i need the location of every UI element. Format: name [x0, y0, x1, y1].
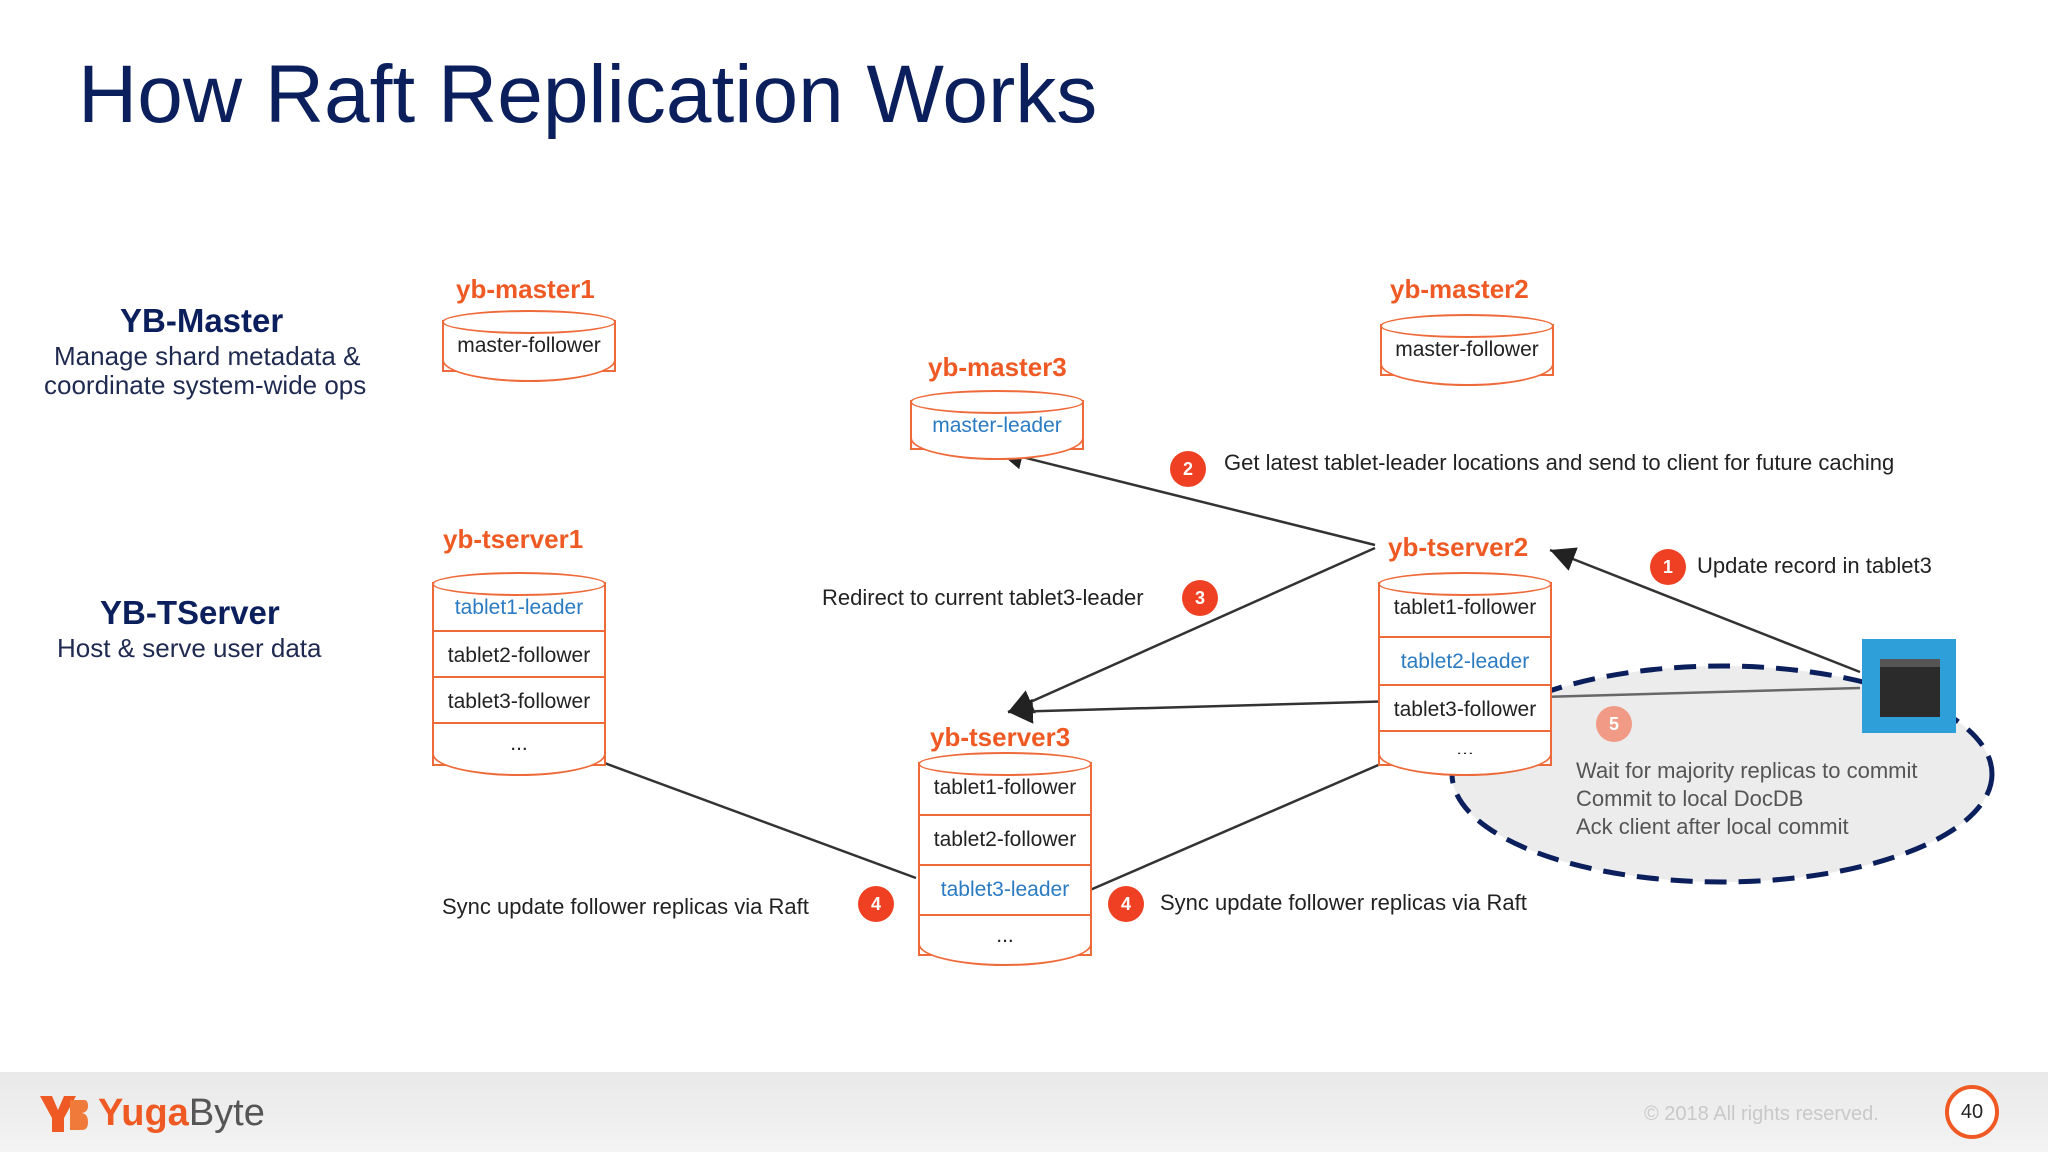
tserver1-name: yb-tserver1: [443, 524, 584, 554]
tserver1-row-1: tablet1-leader: [454, 596, 584, 619]
logo-text-byte: Byte: [188, 1092, 265, 1134]
yugabyte-logo-icon: [40, 1096, 88, 1132]
master3-role: master-leader: [932, 414, 1062, 437]
step-3-text: Redirect to current tablet3-leader: [822, 585, 1144, 610]
client-app-icon: [1862, 639, 1956, 733]
yugabyte-logo-text: YugaByte: [98, 1092, 265, 1135]
tserver3-row-3: tablet3-leader: [920, 864, 1090, 914]
step-1-text: Update record in tablet3: [1697, 553, 1932, 578]
step-4-right-badge: 4: [1108, 886, 1144, 922]
step-5-line-1: Wait for majority replicas to commit: [1576, 758, 1918, 783]
tserver3-name: yb-tserver3: [930, 722, 1071, 752]
master3-name: yb-master3: [928, 352, 1067, 382]
step-2-badge: 2: [1170, 451, 1206, 487]
step-5-badge: 5: [1596, 706, 1632, 742]
step-4-left-text: Sync update follower replicas via Raft: [442, 894, 809, 919]
step-1-badge: 1: [1650, 549, 1686, 585]
step-2-text: Get latest tablet-leader locations and s…: [1224, 450, 1895, 475]
tserver2-row-1: tablet1-follower: [1393, 596, 1537, 619]
master1-name: yb-master1: [456, 274, 595, 304]
step-3-badge: 3: [1182, 580, 1218, 616]
tserver3-row-4: ...: [920, 914, 1090, 956]
tserver3-cylinder: tablet1-follower tablet2-follower tablet…: [918, 752, 1092, 966]
tserver2-cylinder: tablet1-follower tablet2-leader tablet3-…: [1378, 572, 1552, 776]
step-5-line-3: Ack client after local commit: [1576, 814, 1849, 839]
logo-text-yuga: Yuga: [98, 1092, 189, 1134]
master1-cylinder: master-follower: [442, 310, 616, 382]
yb-tserver-desc: Host & serve user data: [57, 633, 322, 663]
tserver2-row-3: tablet3-follower: [1380, 684, 1550, 734]
page-number: 40: [1945, 1085, 1999, 1139]
yb-master-heading: YB-Master: [120, 302, 284, 339]
tserver1-row-3: tablet3-follower: [434, 676, 604, 726]
tserver2-name: yb-tserver2: [1388, 532, 1529, 562]
tserver1-row-4: ...: [434, 722, 604, 764]
master1-role: master-follower: [457, 334, 601, 357]
slide-title: How Raft Replication Works: [78, 49, 1098, 140]
copyright-text: © 2018 All rights reserved.: [1644, 1103, 1879, 1125]
footer-bar: [0, 1072, 2048, 1152]
arrow-tserver2-to-master3: [997, 444, 1376, 547]
tserver3-row-2: tablet2-follower: [920, 814, 1090, 864]
arrow-client-to-tserver2: [1549, 547, 1861, 674]
master2-cylinder: master-follower: [1380, 314, 1554, 386]
step-4-right-text: Sync update follower replicas via Raft: [1160, 890, 1527, 915]
yb-tserver-heading: YB-TServer: [100, 594, 280, 631]
tserver2-row-2: tablet2-leader: [1380, 636, 1550, 686]
master3-cylinder: master-leader: [910, 390, 1084, 460]
tserver1-cylinder: tablet1-leader tablet2-follower tablet3-…: [432, 572, 606, 776]
yb-master-desc-line1: Manage shard metadata &: [54, 341, 361, 371]
yb-master-desc-line2: coordinate system-wide ops: [44, 370, 367, 400]
step-4-left-badge: 4: [858, 886, 894, 922]
master2-role: master-follower: [1395, 338, 1539, 361]
arrow-tserver2-to-tserver3: [1007, 546, 1376, 714]
tserver3-row-1: tablet1-follower: [933, 776, 1077, 799]
step-5-line-2: Commit to local DocDB: [1576, 786, 1804, 811]
master2-name: yb-master2: [1390, 274, 1529, 304]
tserver1-row-2: tablet2-follower: [434, 630, 604, 680]
